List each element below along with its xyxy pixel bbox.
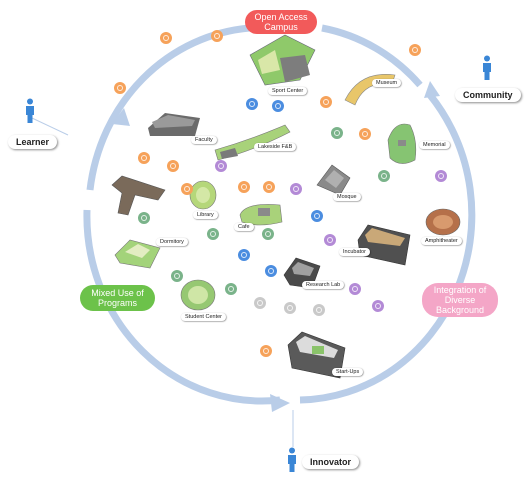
learner-label: Learner — [8, 135, 58, 149]
arrow-head-bottom — [270, 394, 290, 412]
activity-bubble-icon — [114, 82, 126, 94]
amphitheater-label: Amphitheater — [421, 237, 462, 245]
mixed-use-badge: Mixed Use of Programs — [80, 285, 155, 311]
activity-bubble-icon — [254, 297, 266, 309]
activity-bubble-icon — [378, 170, 390, 182]
activity-bubble-icon — [225, 283, 237, 295]
innovator-label: Innovator — [302, 455, 360, 469]
activity-bubble-icon — [160, 32, 172, 44]
cafe-building — [239, 204, 283, 226]
activity-bubble-icon — [138, 152, 150, 164]
faculty-label: Faculty — [191, 136, 217, 144]
activity-bubble-icon — [265, 265, 277, 277]
dorm-left-building — [111, 175, 166, 216]
diverse-background-badge: Integration of Diverse Background — [422, 283, 498, 317]
startups-label: Start-Ups — [332, 368, 364, 376]
arrow-head-left — [112, 108, 130, 126]
activity-bubble-icon — [409, 44, 421, 56]
incubator-building — [357, 224, 411, 266]
activity-bubble-icon — [138, 212, 150, 224]
startups-building — [287, 331, 346, 379]
activity-bubble-icon — [349, 283, 361, 295]
arrow-head-right — [424, 81, 440, 98]
library-building — [189, 180, 217, 210]
incubator-label: Incubator — [339, 248, 370, 256]
activity-bubble-icon — [211, 30, 223, 42]
activity-bubble-icon — [311, 210, 323, 222]
memorial-building — [387, 123, 417, 164]
sport-center-label: Sport Center — [268, 87, 308, 95]
research-lab-label: Research Lab — [302, 281, 345, 289]
activity-bubble-icon — [320, 96, 332, 108]
activity-bubble-icon — [372, 300, 384, 312]
research-lab-building — [283, 257, 321, 289]
library-label: Library — [193, 211, 218, 219]
learner-person-icon — [26, 98, 34, 123]
lakeside-label: Lakeside F&B — [254, 143, 297, 151]
museum-label: Museum — [372, 79, 402, 87]
activity-bubble-icon — [313, 304, 325, 316]
sport-center-building — [249, 34, 316, 86]
activity-bubble-icon — [263, 181, 275, 193]
activity-bubble-icon — [324, 234, 336, 246]
activity-bubble-icon — [262, 228, 274, 240]
activity-bubble-icon — [272, 100, 284, 112]
faculty-building — [148, 113, 200, 136]
diverse-background-label: Integration of Diverse Background — [433, 285, 487, 315]
activity-bubble-icon — [331, 127, 343, 139]
activity-bubble-icon — [238, 181, 250, 193]
activity-bubble-icon — [284, 302, 296, 314]
amphitheater-building — [425, 208, 461, 236]
dormitory-label: Dormitory — [156, 238, 188, 246]
community-label: Community — [455, 88, 521, 102]
student-center-label: Student Center — [181, 313, 226, 321]
learner-connector — [31, 117, 69, 136]
activity-bubble-icon — [171, 270, 183, 282]
memorial-label: Memorial — [419, 141, 450, 149]
activity-bubble-icon — [215, 160, 227, 172]
activity-bubble-icon — [290, 183, 302, 195]
activity-bubble-icon — [246, 98, 258, 110]
activity-bubble-icon — [238, 249, 250, 261]
innovator-person-icon — [288, 447, 296, 472]
open-access-label: Open Access Campus — [254, 12, 308, 32]
activity-bubble-icon — [435, 170, 447, 182]
mosque-building — [316, 164, 351, 196]
student-center-building — [180, 279, 216, 311]
activity-bubble-icon — [359, 128, 371, 140]
community-person-icon — [483, 55, 491, 80]
lakeside-building — [214, 124, 291, 161]
mosque-label: Mosque — [333, 193, 361, 201]
mixed-use-label: Mixed Use of Programs — [91, 288, 144, 308]
activity-bubble-icon — [260, 345, 272, 357]
cafe-label: Cafe — [234, 223, 254, 231]
activity-bubble-icon — [181, 183, 193, 195]
dormitory-building — [114, 239, 161, 269]
open-access-badge: Open Access Campus — [245, 10, 317, 34]
activity-bubble-icon — [207, 228, 219, 240]
activity-bubble-icon — [167, 160, 179, 172]
